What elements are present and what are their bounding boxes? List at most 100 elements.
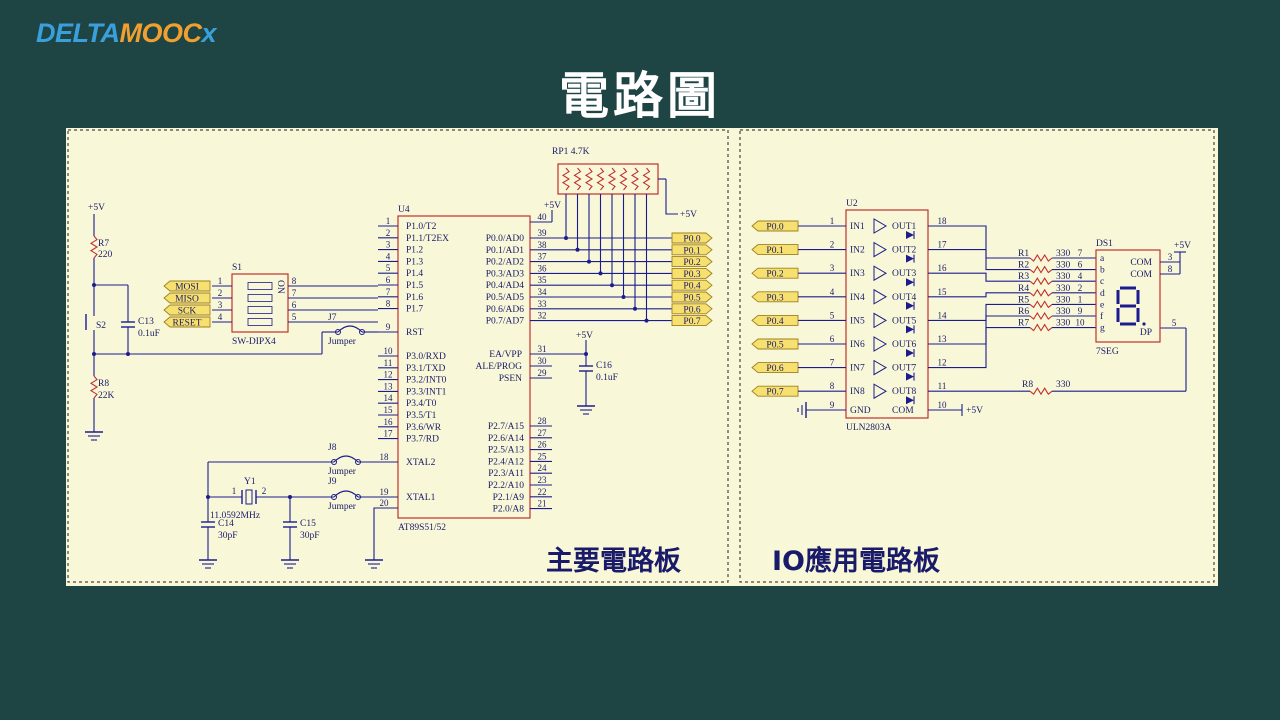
com-pin-num: 8: [1168, 264, 1173, 274]
u4-pin-num: 1: [386, 216, 391, 226]
segment-letter: b: [1100, 266, 1105, 276]
tag-P0-7: P0.7: [683, 317, 700, 327]
segment-resistor-value: 330: [1056, 307, 1071, 317]
diode-symbol: [906, 231, 914, 239]
u4-pin-num: 24: [538, 463, 548, 473]
buffer-symbol: [873, 265, 887, 282]
buffer-symbol: [873, 312, 887, 329]
schematic-wire: [952, 225, 1030, 259]
resistor-symbol: [1029, 288, 1053, 297]
s1-label: S1: [232, 263, 242, 273]
io-tag-P0-0: P0.0: [766, 223, 783, 233]
dip-toggle: [247, 318, 273, 326]
u2-out-label: OUT2: [892, 246, 917, 256]
dip-pin-num: 2: [218, 288, 223, 298]
com-pin-num: 3: [1168, 252, 1173, 262]
u4-pin-num: 40: [538, 212, 548, 222]
u4-pin-num: 36: [538, 263, 548, 273]
u4-pin-num: 21: [538, 499, 547, 509]
segment-letter: e: [1100, 300, 1104, 310]
u4-pin-p2-label: P2.3/A11: [488, 469, 524, 479]
u2-in-label: IN6: [850, 340, 865, 350]
u4-pin-num: 16: [384, 417, 394, 427]
resistor-symbol: [1029, 323, 1053, 332]
resistor-symbol: [619, 167, 628, 191]
u4-pin-p2-label: P2.1/A9: [493, 493, 525, 503]
u4-pin-psen-label: PSEN: [499, 374, 522, 384]
u4-pin-num: 38: [538, 240, 548, 250]
diode-symbol: [906, 301, 914, 310]
segment-resistor-value: 330: [1056, 261, 1071, 271]
buffer-symbol: [873, 241, 887, 258]
u4-pin-num: 15: [384, 405, 394, 415]
buffer-symbol: [873, 218, 887, 234]
u2-out-label: OUT1: [892, 222, 917, 232]
u4-pin-p3-label: P3.6/WR: [406, 423, 442, 433]
u4-pin-p0-label: P0.7/AD7: [486, 317, 525, 327]
segment-pin-num: 9: [1078, 306, 1083, 316]
resistor-symbol: [89, 235, 99, 259]
segment-resistor-label: R2: [1018, 261, 1029, 271]
io-tag-P0-3: P0.3: [766, 293, 783, 303]
r8-label: R8: [98, 379, 109, 389]
u4-pin-p2-label: P2.6/A14: [488, 434, 524, 444]
tag-P0-0: P0.0: [683, 235, 700, 245]
tag-P0-1: P0.1: [683, 246, 700, 256]
diode-symbol: [906, 254, 914, 263]
slide-title: 電路圖: [559, 67, 721, 125]
tag-mosi-shape: [163, 280, 211, 292]
u4-ref-label: U4: [398, 205, 410, 215]
rp1-label: RP1 4.7K: [552, 147, 590, 157]
resistor-symbol: [1029, 311, 1053, 321]
tag-P0-3-shape: [671, 267, 713, 279]
u4-pin-num: 11: [384, 358, 393, 368]
u4-pin-num: 4: [386, 251, 391, 261]
c13-label: C13: [138, 317, 154, 327]
deltamoocx-logo: DELTAMOOCx: [36, 18, 217, 48]
segment-resistor-label: R6: [1018, 307, 1029, 317]
resistor-symbol: [1029, 387, 1053, 396]
dp-pin-num: 5: [1172, 318, 1177, 328]
vcc-label: +5V: [544, 201, 561, 211]
u4-pin-p0-label: P0.2/AD2: [486, 258, 525, 268]
u4-pin-p3-label: P3.5/T1: [406, 411, 437, 421]
segment-pin-num: 2: [1078, 283, 1083, 293]
j9-label: J9: [328, 477, 337, 487]
buffer-symbol: [873, 288, 887, 305]
segment-resistor-value: 330: [1056, 249, 1071, 259]
c13-value: 0.1uF: [138, 329, 160, 339]
tag-P0-5: P0.5: [683, 294, 700, 304]
main-circuit: U4AT89S51/52P1.0/T21P1.1/T2EX2P1.23P1.34…: [85, 147, 713, 569]
resistor-symbol: [1029, 300, 1053, 309]
tag-miso: MISO: [175, 295, 199, 305]
u4-pin-num: 10: [384, 346, 394, 356]
s2-label: S2: [96, 321, 106, 331]
tag-P0-5-shape: [671, 291, 713, 303]
u4-pin-num: 8: [386, 299, 391, 309]
u2-pin-num: 6: [830, 334, 835, 344]
ds1-label: DS1: [1096, 239, 1113, 249]
r7-label: R7: [98, 239, 109, 249]
u4-chip-body: [397, 215, 531, 519]
u2-pin-num: 15: [938, 287, 948, 297]
schematic-wire: [952, 327, 1030, 369]
schematic-wire: [665, 179, 678, 215]
u2-pin-num: 12: [938, 358, 947, 368]
resistor-symbol: [584, 167, 594, 191]
dip-pin-num: 7: [292, 288, 297, 298]
segment-pin-num: 1: [1078, 294, 1083, 304]
segment-resistor-label: R4: [1018, 284, 1029, 294]
resistor-symbol: [1029, 253, 1053, 263]
rp1-resistor-pack: [557, 163, 659, 195]
vcc-label: +5V: [1174, 241, 1191, 251]
u2-in-label: IN3: [850, 269, 865, 279]
vcc-label: +5V: [88, 203, 105, 213]
j8-label: J8: [328, 443, 337, 453]
segment-letter: c: [1100, 277, 1104, 287]
resistor-symbol: [89, 375, 99, 399]
resistor-symbol: [573, 167, 582, 191]
u2-pin-num: 5: [830, 310, 835, 320]
c15-value: 30pF: [300, 531, 320, 541]
u4-pin-num: 3: [386, 240, 391, 250]
ds1-com-label: COM: [1130, 270, 1152, 280]
